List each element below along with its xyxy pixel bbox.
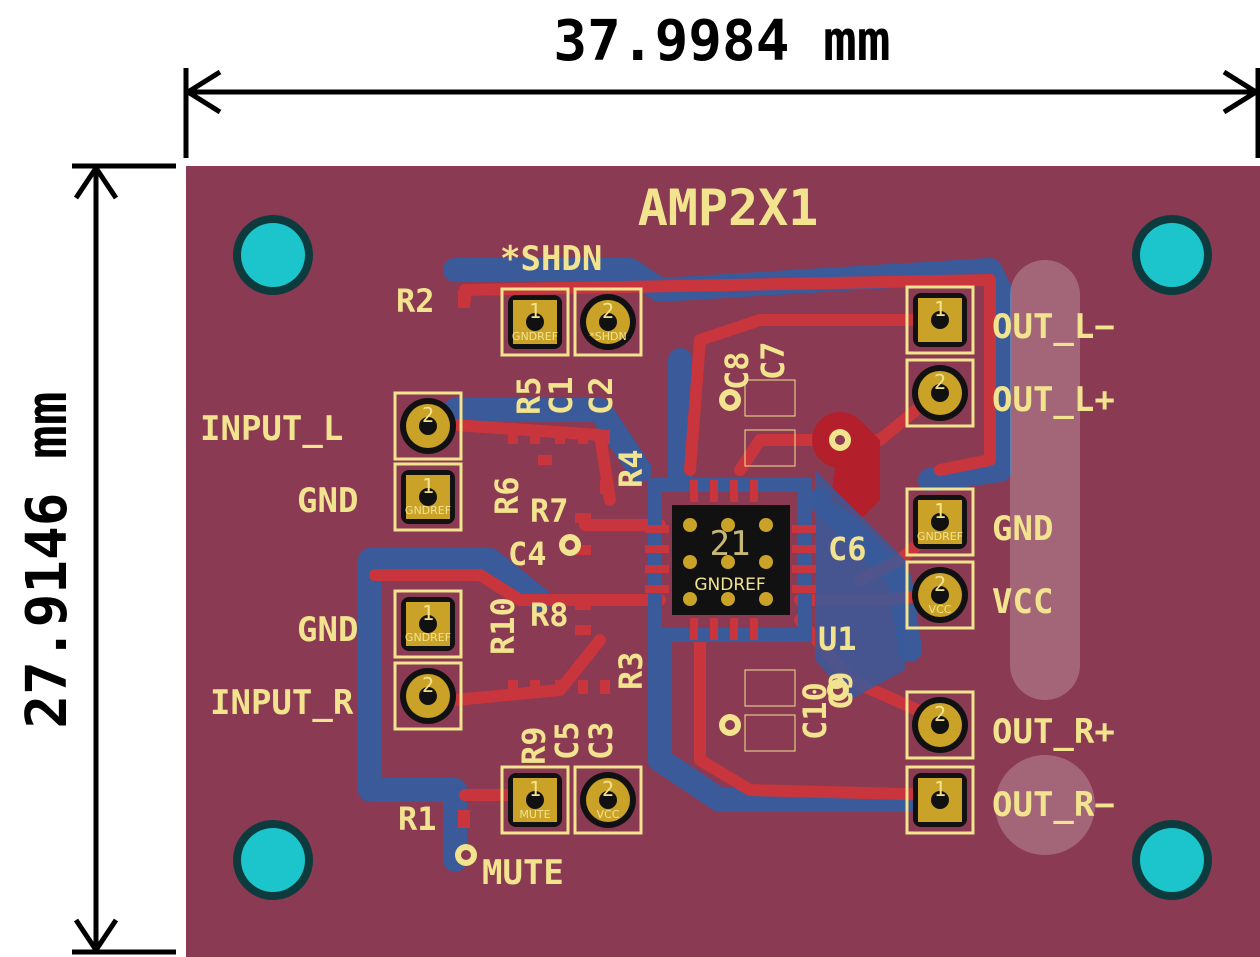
pin-number: 1 (934, 297, 946, 321)
pin-numbers: 1 2 2 1 1 2 1 2 1 2 1 2 2 1 (422, 297, 946, 801)
pin-number: 2 (422, 673, 434, 697)
ic-pin-label: GNDREF (694, 575, 765, 595)
ref-r9: R9 (515, 726, 553, 765)
pin-number: 2 (602, 299, 614, 323)
ref-c10: C10 (796, 682, 834, 740)
label-out-r-minus: OUT_R− (992, 785, 1115, 825)
label-gnd-r: GND (297, 610, 358, 650)
ref-c9: C9 (822, 671, 860, 710)
pad-label: VCC (929, 603, 952, 616)
ref-c1: C1 (542, 376, 580, 415)
pad-label: GNDREF (917, 530, 963, 543)
connector-labels: *SHDN INPUT_L GND GND INPUT_R MUTE OUT_L… (200, 239, 1115, 893)
reference-designators: R2 R5 C1 C2 R6 R4 R7 C4 C8 C7 R10 R8 R3 … (396, 282, 867, 838)
ref-c3: C3 (582, 721, 620, 760)
logo-watermark (995, 260, 1095, 855)
pad-label: VCC (597, 808, 620, 821)
label-input-r: INPUT_R (210, 683, 354, 723)
ref-c4: C4 (508, 535, 547, 573)
ref-u1: U1 (818, 620, 857, 658)
ref-c8: C8 (718, 351, 756, 390)
pin-number: 2 (422, 403, 434, 427)
height-dimension-label: 27.9146 mm (15, 391, 80, 728)
pin-number: 2 (934, 572, 946, 596)
label-shdn: *SHDN (500, 239, 602, 279)
board-title: AMP2X1 (638, 179, 819, 237)
pin-number: 1 (422, 474, 434, 498)
label-gnd-l: GND (297, 481, 358, 521)
pad-label: *SHDN (589, 330, 626, 343)
pad-label: GNDREF (405, 631, 451, 644)
label-mute: MUTE (482, 853, 564, 893)
pad-net-labels: GNDREF *SHDN MUTE VCC GNDREF GNDREF GNDR… (405, 330, 963, 821)
pad-label: GNDREF (405, 504, 451, 517)
ref-r2: R2 (396, 282, 435, 320)
ref-c6: C6 (828, 530, 867, 568)
label-gnd-power: GND (992, 509, 1053, 549)
ic-u1: 21 GNDREF (645, 478, 816, 642)
ic-pin-number: 21 (710, 524, 751, 564)
ref-c7: C7 (754, 341, 792, 380)
pin-number: 1 (529, 299, 541, 323)
ref-r5: R5 (510, 376, 548, 415)
pad-label: MUTE (519, 808, 550, 821)
back-copper-traces (358, 258, 1012, 872)
label-input-l: INPUT_L (200, 409, 343, 449)
ref-c5: C5 (548, 721, 586, 760)
pin-number: 1 (529, 777, 541, 801)
label-out-l-plus: OUT_L+ (992, 380, 1115, 420)
label-out-r-plus: OUT_R+ (992, 712, 1115, 752)
pin-number: 2 (934, 370, 946, 394)
ref-r4: R4 (612, 449, 650, 488)
ref-r7: R7 (530, 492, 569, 530)
ref-r1: R1 (398, 800, 437, 838)
pin-number: 1 (934, 499, 946, 523)
dimension-height (72, 163, 176, 955)
smd-components (458, 290, 796, 828)
ref-r10: R10 (484, 597, 522, 655)
ref-r8: R8 (530, 596, 569, 634)
pin-number: 2 (602, 777, 614, 801)
ref-r3: R3 (612, 651, 650, 690)
ref-r6: R6 (488, 476, 526, 515)
vias (455, 389, 851, 866)
label-out-l-minus: OUT_L− (992, 307, 1115, 347)
ref-c2: C2 (582, 376, 620, 415)
label-vcc: VCC (992, 582, 1053, 622)
mounting-holes (233, 215, 1212, 900)
pin-number: 2 (934, 702, 946, 726)
pad-label: GNDREF (512, 330, 558, 343)
dimension-width (183, 68, 1260, 158)
pin-number: 1 (934, 777, 946, 801)
width-dimension-label: 37.9984 mm (553, 9, 890, 74)
pin-number: 1 (422, 601, 434, 625)
